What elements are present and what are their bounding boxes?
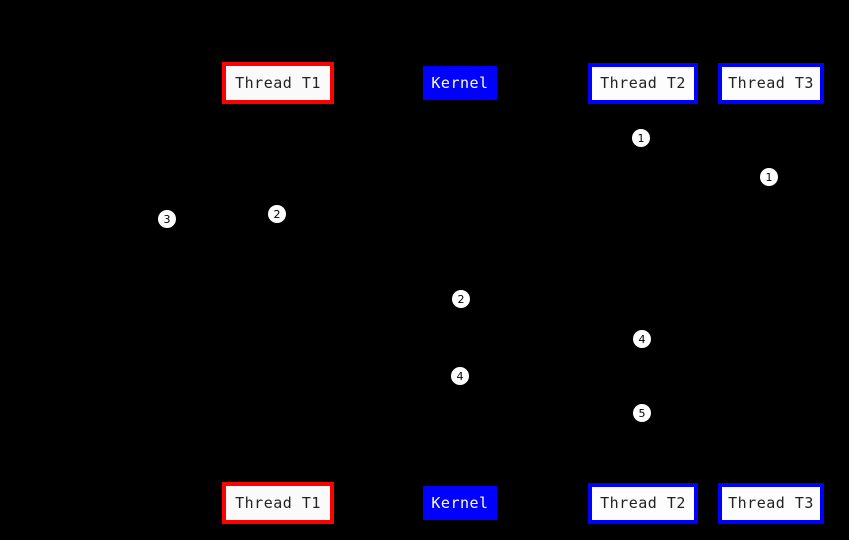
participant-thread-t1-bottom[interactable]: Thread T1 bbox=[222, 482, 334, 524]
participant-label: Kernel bbox=[431, 73, 489, 92]
lifeline-thread-t2 bbox=[643, 104, 644, 483]
step-marker-4: 4 bbox=[633, 330, 651, 348]
participant-thread-t1-top[interactable]: Thread T1 bbox=[222, 62, 334, 104]
participant-label: Kernel bbox=[431, 493, 489, 512]
step-marker-2: 2 bbox=[452, 290, 470, 308]
step-marker-2: 2 bbox=[268, 205, 286, 223]
participant-thread-t2-bottom[interactable]: Thread T2 bbox=[588, 483, 698, 524]
step-marker-1: 1 bbox=[760, 168, 778, 186]
step-marker-5: 5 bbox=[633, 404, 651, 422]
participant-kernel-top[interactable]: Kernel bbox=[423, 66, 497, 100]
participant-label: Thread T2 bbox=[600, 74, 686, 92]
lifeline-thread-t1 bbox=[278, 104, 279, 482]
participant-kernel-bottom[interactable]: Kernel bbox=[423, 486, 497, 520]
participant-label: Thread T2 bbox=[600, 494, 686, 512]
participant-thread-t3-bottom[interactable]: Thread T3 bbox=[718, 483, 824, 524]
step-marker-1: 1 bbox=[632, 129, 650, 147]
participant-label: Thread T1 bbox=[235, 493, 321, 512]
participant-label: Thread T1 bbox=[235, 73, 321, 92]
participant-thread-t2-top[interactable]: Thread T2 bbox=[588, 63, 698, 104]
step-marker-4: 4 bbox=[451, 367, 469, 385]
participant-label: Thread T3 bbox=[728, 494, 814, 512]
participant-label: Thread T3 bbox=[728, 74, 814, 92]
step-marker-3: 3 bbox=[158, 210, 176, 228]
participant-thread-t3-top[interactable]: Thread T3 bbox=[718, 63, 824, 104]
lifeline-thread-t3 bbox=[771, 104, 772, 483]
